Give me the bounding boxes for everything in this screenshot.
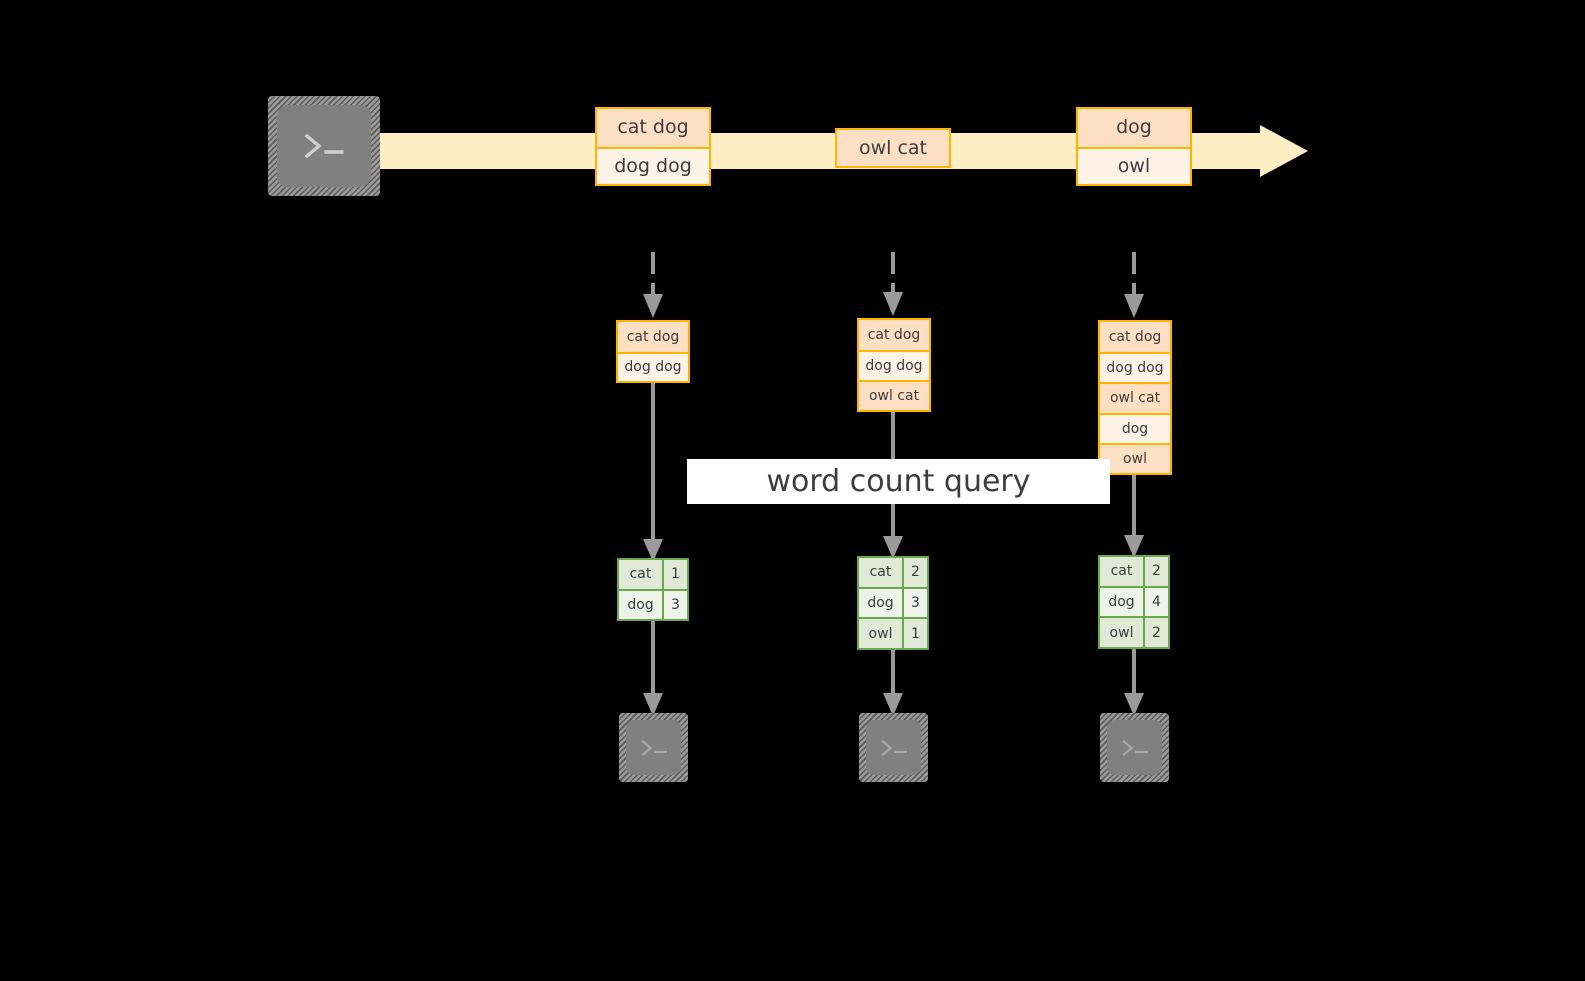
result-table-1: cat 1 dog 3: [617, 558, 689, 621]
state-row: dog dog: [618, 351, 688, 381]
state-row: cat dog: [1100, 322, 1170, 353]
table-row: dog 3: [859, 586, 927, 618]
table-cell-count: 2: [904, 558, 927, 587]
stream-record-2: owl cat: [835, 128, 951, 168]
state-row: owl cat: [859, 379, 929, 410]
state-row: cat dog: [859, 320, 929, 350]
connector-stream-to-state-2: [883, 252, 903, 316]
table-cell-count: 4: [1145, 587, 1168, 617]
table-row: dog 3: [619, 588, 687, 619]
table-row: cat 1: [619, 560, 687, 589]
table-row: cat 2: [1100, 557, 1168, 586]
table-cell-word: cat: [619, 560, 664, 589]
table-row: owl 2: [1100, 616, 1168, 648]
table-cell-count: 1: [904, 619, 927, 649]
table-row: cat 2: [859, 558, 927, 587]
state-row: dog dog: [1100, 352, 1170, 383]
state-row: owl cat: [1100, 382, 1170, 413]
table-cell-word: dog: [859, 588, 904, 618]
sink-terminal-icon-1: [619, 713, 688, 782]
table-cell-word: cat: [859, 558, 904, 587]
stream-record-line: owl cat: [837, 130, 949, 166]
source-terminal-icon: [268, 96, 380, 196]
sink-terminal-icon-2: [859, 713, 928, 782]
stream-record-1: cat dog dog dog: [595, 107, 711, 186]
result-table-2: cat 2 dog 3 owl 1: [857, 556, 929, 650]
stream-record-line: owl: [1078, 146, 1190, 184]
table-cell-count: 2: [1145, 618, 1168, 648]
connector-stream-to-state-1: [643, 252, 663, 318]
table-row: dog 4: [1100, 585, 1168, 617]
table-row: owl 1: [859, 617, 927, 649]
table-cell-word: dog: [619, 590, 664, 619]
connector-stream-to-state-3: [1124, 252, 1144, 318]
sink-terminal-icon-3: [1100, 713, 1169, 782]
stream-record-line: cat dog: [597, 109, 709, 147]
table-cell-word: cat: [1100, 557, 1145, 586]
table-cell-word: owl: [859, 619, 904, 649]
result-table-3: cat 2 dog 4 owl 2: [1098, 555, 1170, 649]
query-label: word count query: [687, 459, 1110, 504]
state-row: owl: [1100, 442, 1170, 473]
connector-result-to-sink-2: [883, 650, 903, 716]
state-row: cat dog: [618, 322, 688, 352]
state-box-2: cat dog dog dog owl cat: [857, 318, 931, 412]
table-cell-count: 2: [1145, 557, 1168, 586]
table-cell-word: owl: [1100, 618, 1145, 648]
table-cell-count: 1: [664, 560, 687, 589]
connector-result-to-sink-3: [1124, 649, 1144, 716]
stream-record-3: dog owl: [1076, 107, 1192, 186]
state-row: dog dog: [859, 350, 929, 380]
connector-result-to-sink-1: [643, 621, 663, 716]
state-row: dog: [1100, 412, 1170, 443]
connector-state-to-result-3: [1124, 475, 1144, 558]
table-cell-count: 3: [904, 588, 927, 618]
stream-record-line: dog: [1078, 109, 1190, 147]
stream-record-line: dog dog: [597, 146, 709, 184]
connector-state-to-result-1: [643, 383, 663, 562]
table-cell-count: 3: [664, 590, 687, 619]
state-box-1: cat dog dog dog: [616, 320, 690, 383]
table-cell-word: dog: [1100, 587, 1145, 617]
state-box-3: cat dog dog dog owl cat dog owl: [1098, 320, 1172, 475]
